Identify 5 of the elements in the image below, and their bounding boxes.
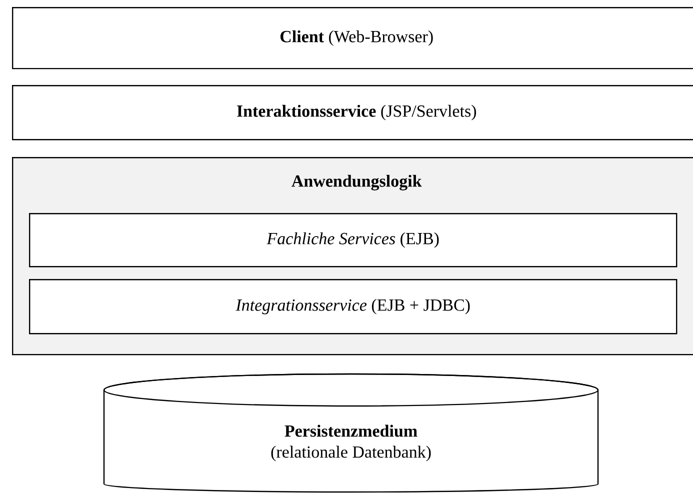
layer-box: Client (Web-Browser) xyxy=(12,7,693,70)
layer-box: Interaktionsservice (JSP/Servlets) xyxy=(12,85,693,140)
component-box: Integrationsservice (EJB + JDBC) xyxy=(29,279,678,334)
database-cylinder: Persistenzmedium (relationale Datenbank) xyxy=(103,373,599,493)
component-box: Fachliche Services (EJB) xyxy=(29,213,678,268)
